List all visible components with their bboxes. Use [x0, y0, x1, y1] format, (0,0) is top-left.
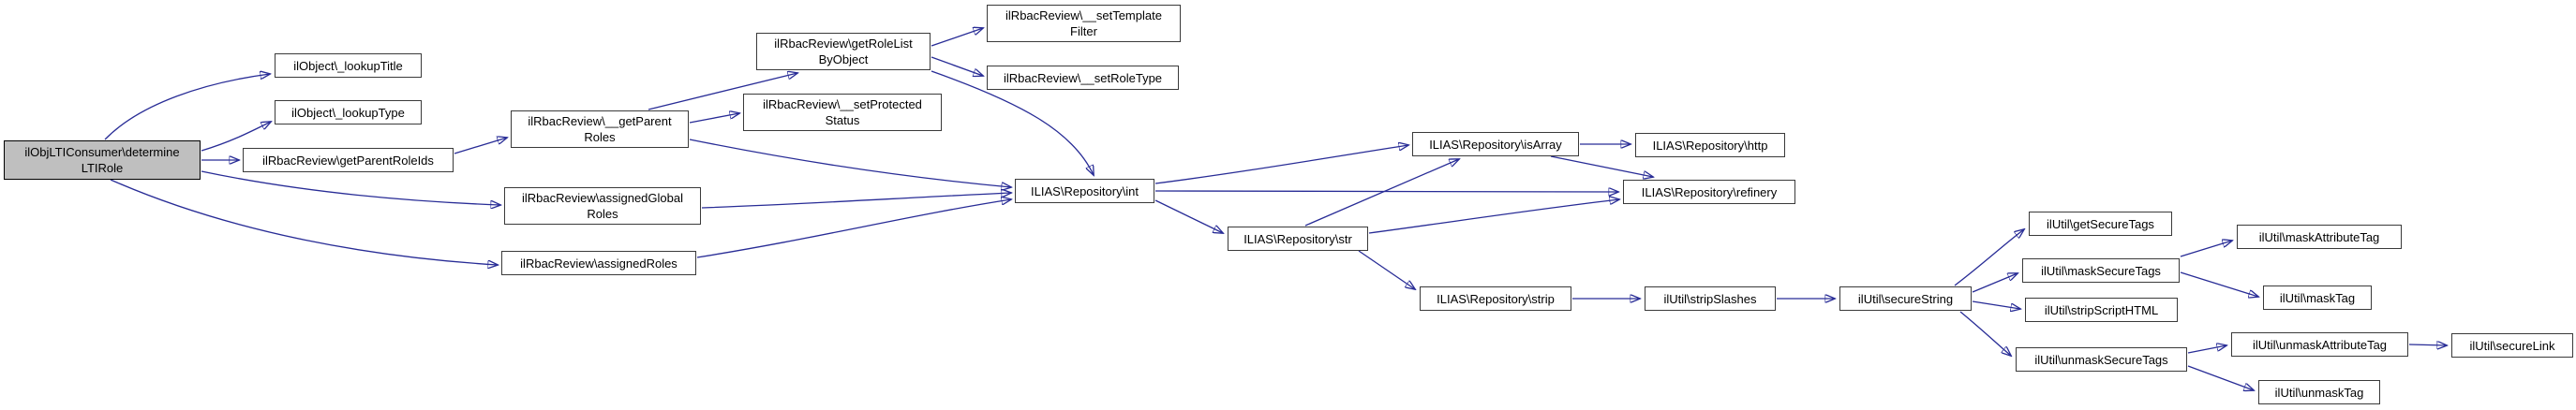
edge-determineLTIRole-assignedGlobalRoles [201, 170, 500, 205]
edge-isArray-refinery [1550, 155, 1653, 177]
edge-getParentRoles-setProtectedStatus [689, 113, 739, 124]
edge-secureString-unmaskSecureTags [1959, 311, 2011, 356]
node-setRoleType[interactable]: ilRbacReview\__setRoleType [987, 66, 1179, 90]
node-assignedGlobalRoles[interactable]: ilRbacReview\assignedGlobal Roles [504, 187, 701, 225]
node-lookupType[interactable]: ilObject\_lookupType [275, 100, 422, 124]
node-int[interactable]: ILIAS\Repository\int [1015, 179, 1154, 203]
node-isArray[interactable]: ILIAS\Repository\isArray [1412, 132, 1579, 156]
edge-int-str [1154, 199, 1223, 233]
node-lookupTitle[interactable]: ilObject\_lookupTitle [275, 53, 422, 78]
node-maskSecureTags[interactable]: ilUtil\maskSecureTags [2022, 258, 2180, 283]
node-stripSlashes[interactable]: ilUtil\stripSlashes [1645, 286, 1776, 311]
edge-maskSecureTags-maskAttributeTag [2180, 241, 2232, 257]
node-stripScriptHTML[interactable]: ilUtil\stripScriptHTML [2025, 298, 2178, 322]
node-setTemplateFilter[interactable]: ilRbacReview\__setTemplate Filter [987, 5, 1181, 42]
node-maskTag[interactable]: ilUtil\maskTag [2263, 286, 2372, 310]
node-refinery[interactable]: ILIAS\Repository\refinery [1623, 180, 1795, 204]
edge-determineLTIRole-lookupType [201, 122, 271, 152]
edges-group [104, 28, 2447, 390]
edge-str-refinery [1368, 199, 1619, 234]
edge-getRoleListByObject-int [931, 70, 1094, 175]
edge-str-strip [1358, 250, 1415, 289]
node-setProtectedStatus[interactable]: ilRbacReview\__setProtected Status [743, 94, 942, 131]
node-getSecureTags[interactable]: ilUtil\getSecureTags [2029, 212, 2172, 236]
edge-secureString-getSecureTags [1954, 229, 2024, 286]
node-getRoleListByObject[interactable]: ilRbacReview\getRoleList ByObject [756, 33, 931, 70]
edge-int-refinery [1154, 191, 1618, 192]
edge-int-isArray [1154, 145, 1408, 184]
edge-unmaskAttributeTag-secureLink [2408, 344, 2447, 345]
node-http[interactable]: ILIAS\Repository\http [1635, 133, 1785, 157]
node-secureString[interactable]: ilUtil\secureString [1839, 286, 1972, 311]
edge-getParentRoles-int [689, 139, 1011, 187]
edge-getParentRoleIds-getParentRoles [454, 138, 507, 154]
edge-secureString-maskSecureTags [1972, 273, 2018, 293]
node-maskAttributeTag[interactable]: ilUtil\maskAttributeTag [2237, 225, 2402, 249]
edge-maskSecureTags-maskTag [2180, 271, 2258, 297]
node-determineLTIRole: ilObjLTIConsumer\determine LTIRole [4, 140, 201, 180]
edge-getRoleListByObject-setTemplateFilter [931, 28, 983, 47]
node-getParentRoles[interactable]: ilRbacReview\__getParent Roles [511, 110, 689, 148]
edge-str-isArray [1304, 159, 1459, 227]
edge-assignedRoles-int [696, 199, 1011, 258]
node-secureLink[interactable]: ilUtil\secureLink [2451, 333, 2573, 358]
node-getParentRoleIds[interactable]: ilRbacReview\getParentRoleIds [243, 148, 454, 172]
node-assignedRoles[interactable]: ilRbacReview\assignedRoles [501, 251, 696, 275]
node-unmaskAttributeTag[interactable]: ilUtil\unmaskAttributeTag [2231, 332, 2408, 357]
edge-unmaskSecureTags-unmaskAttributeTag [2187, 345, 2226, 354]
edge-determineLTIRole-lookupTitle [104, 74, 270, 140]
edge-getParentRoles-getRoleListByObject [648, 73, 797, 110]
node-unmaskSecureTags[interactable]: ilUtil\unmaskSecureTags [2016, 347, 2187, 372]
edge-assignedGlobalRoles-int [701, 193, 1011, 209]
node-strip[interactable]: ILIAS\Repository\strip [1420, 286, 1571, 311]
edge-unmaskSecureTags-unmaskTag [2187, 365, 2254, 390]
edge-determineLTIRole-assignedRoles [110, 179, 498, 265]
node-str[interactable]: ILIAS\Repository\str [1228, 227, 1368, 251]
node-unmaskTag[interactable]: ilUtil\unmaskTag [2258, 380, 2380, 404]
edge-secureString-stripScriptHTML [1972, 300, 2020, 309]
edge-getRoleListByObject-setRoleType [931, 56, 983, 76]
